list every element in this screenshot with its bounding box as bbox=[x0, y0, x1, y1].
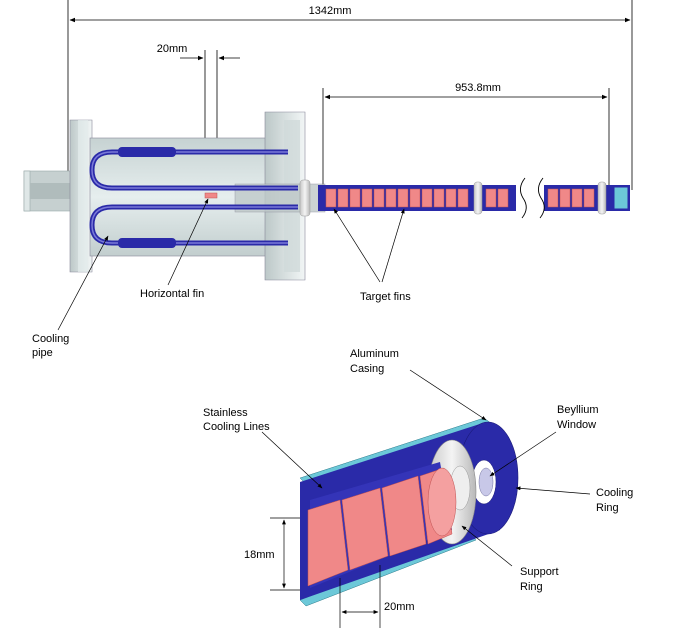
callout-beryllium-window: Beyllium Window bbox=[489, 404, 599, 477]
callout-target-fins: Target fins bbox=[333, 208, 411, 303]
cutaway-detail bbox=[299, 417, 519, 607]
target-fins-label: Target fins bbox=[360, 291, 411, 303]
cooling-pipe-label-2: pipe bbox=[32, 347, 53, 359]
fin-gap-label: 20mm bbox=[157, 43, 188, 55]
target-length-label: 953.8mm bbox=[455, 82, 501, 94]
total-length-label: 1342mm bbox=[309, 5, 352, 17]
dimension-fin-gap-bottom: 20mm bbox=[339, 565, 415, 628]
horizontal-fin bbox=[204, 192, 218, 199]
cooling-ring-label-2: Ring bbox=[596, 502, 619, 514]
dimension-target: 953.8mm bbox=[322, 82, 610, 185]
cooling-ring-label-1: Cooling bbox=[596, 487, 633, 499]
beryllium-label-1: Beyllium bbox=[557, 404, 599, 416]
support-ring-label-2: Ring bbox=[520, 581, 543, 593]
callout-support-ring: Support Ring bbox=[461, 525, 559, 593]
dimension-diameter: 18mm bbox=[244, 517, 300, 591]
horizontal-fin-label: Horizontal fin bbox=[140, 288, 204, 300]
callout-cooling-pipe: Cooling pipe bbox=[32, 235, 109, 359]
aluminum-casing-label-1: Aluminum bbox=[350, 348, 399, 360]
dimension-total: 1342mm bbox=[67, 0, 633, 200]
cooling-pipe-label-1: Cooling bbox=[32, 333, 69, 345]
callout-stainless-lines: Stainless Cooling Lines bbox=[203, 407, 323, 489]
beryllium-label-2: Window bbox=[557, 419, 596, 431]
stainless-label-2: Cooling Lines bbox=[203, 421, 270, 433]
callout-cooling-ring: Cooling Ring bbox=[515, 486, 633, 514]
diameter-label: 18mm bbox=[244, 549, 275, 561]
stainless-label-1: Stainless bbox=[203, 407, 248, 419]
callout-horizontal-fin: Horizontal fin bbox=[140, 198, 209, 300]
callout-aluminum-casing: Aluminum Casing bbox=[350, 348, 487, 421]
fin-gap-bottom-label: 20mm bbox=[384, 601, 415, 613]
target-tube bbox=[299, 177, 630, 219]
aluminum-casing-label-2: Casing bbox=[350, 363, 384, 375]
support-ring-label-1: Support bbox=[520, 566, 559, 578]
target-assembly bbox=[23, 111, 630, 281]
